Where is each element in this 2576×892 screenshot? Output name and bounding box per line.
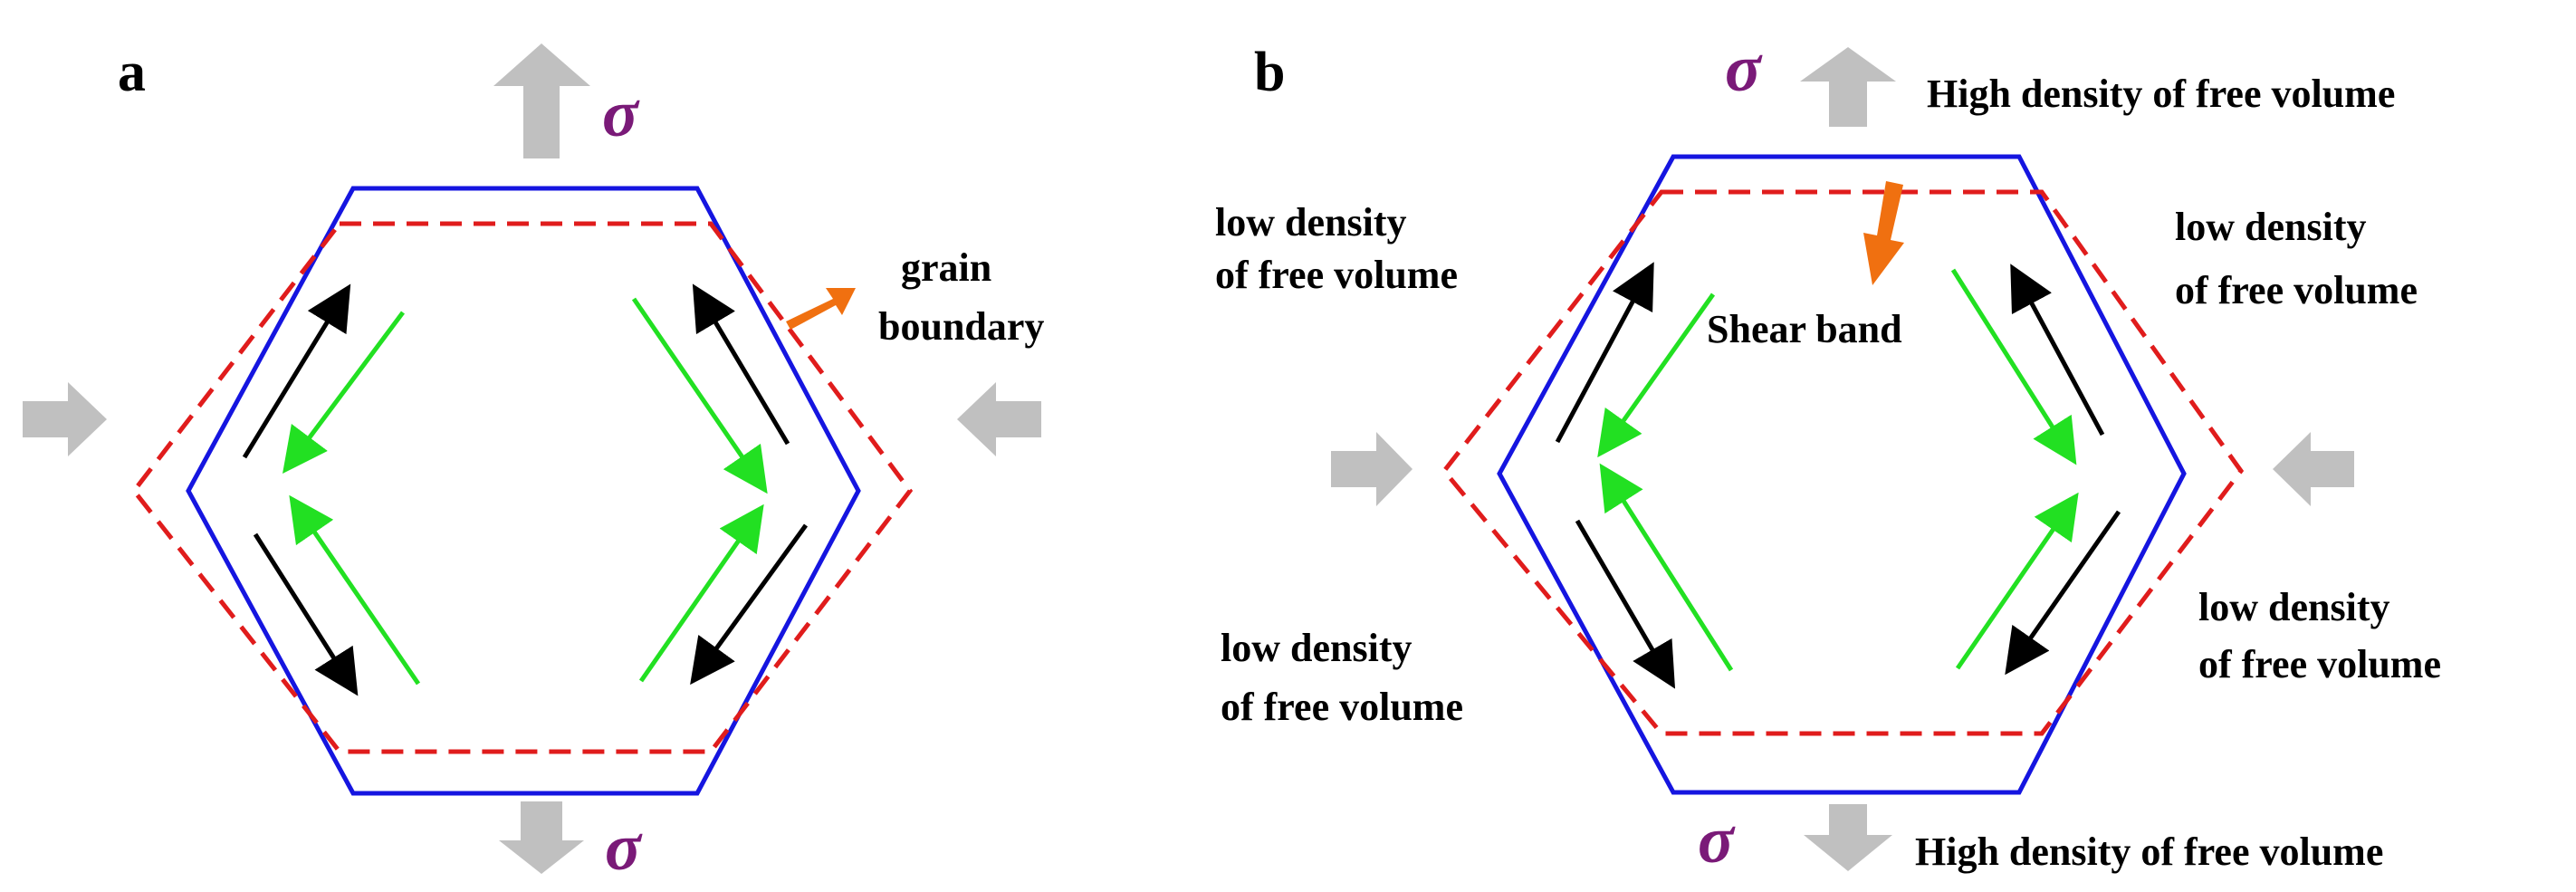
stress-arrow-down-b [1804,804,1892,871]
panel-b-label: b [1254,42,1285,103]
slip-arrow-black-b1 [1555,262,1654,444]
low-density-tl-line2: of free volume [1215,253,1458,297]
slip-arrow-green-a1 [282,311,406,475]
deformed-hexagon-a [130,221,914,754]
stress-arrow-left-b [2273,432,2354,506]
slip-arrow-green-b4 [1955,492,2079,670]
grain-boundary-label-line2: boundary [878,304,1044,349]
high-density-top-label: High density of free volume [1927,72,2395,116]
grain-boundary-label-line1: grain [901,245,991,290]
sigma-bottom-a: σ [605,810,643,885]
panel-b: b σ σ High density of free volume High d… [1215,32,2441,878]
slip-arrow-black-b3 [2010,264,2105,436]
slip-arrow-green-b1 [1597,293,1716,458]
shear-band-label: Shear band [1707,307,1902,351]
slip-arrow-black-b4 [2005,510,2121,676]
stress-arrow-up-a [493,43,590,158]
grain-hexagon-a [186,186,861,796]
slip-arrow-green-a3 [631,297,768,494]
low-density-tl-line1: low density [1215,200,1406,245]
grain-hexagon-b [1497,154,2187,795]
slip-arrow-green-b3 [1950,268,2077,465]
slip-arrow-black-a2 [253,532,359,696]
slip-arrow-green-b2 [1599,463,1734,672]
sigma-top-a: σ [602,77,640,151]
low-density-bl-line2: of free volume [1221,685,1463,729]
slip-arrow-black-a3 [692,283,790,446]
low-density-tr-line1: low density [2175,205,2366,249]
slip-arrow-black-a4 [690,523,809,686]
low-density-tr-line2: of free volume [2175,268,2418,312]
shear-band-pointer-arrow [1863,181,1904,285]
panel-a: a σ σ grain boundary [23,42,1044,885]
high-density-bottom-label: High density of free volume [1915,830,2383,874]
stress-arrow-up-b [1800,47,1896,127]
stress-arrow-right-a [23,382,107,456]
grain-boundary-pointer-arrow [786,288,856,330]
stress-arrow-left-a [957,382,1041,456]
low-density-br-line2: of free volume [2198,642,2441,686]
stress-arrow-down-a [499,801,584,874]
slip-arrow-black-b2 [1575,519,1676,689]
deformed-hexagon-b [1441,189,2245,736]
sigma-top-b: σ [1725,32,1763,106]
sigma-bottom-b: σ [1698,803,1736,878]
slip-arrow-green-a4 [638,504,764,683]
stress-arrow-right-b [1331,432,1412,506]
low-density-br-line1: low density [2198,585,2389,629]
slip-arrow-black-a1 [242,283,351,459]
panel-a-label: a [118,42,146,103]
slip-arrow-green-a2 [289,494,421,686]
low-density-bl-line1: low density [1221,626,1412,670]
